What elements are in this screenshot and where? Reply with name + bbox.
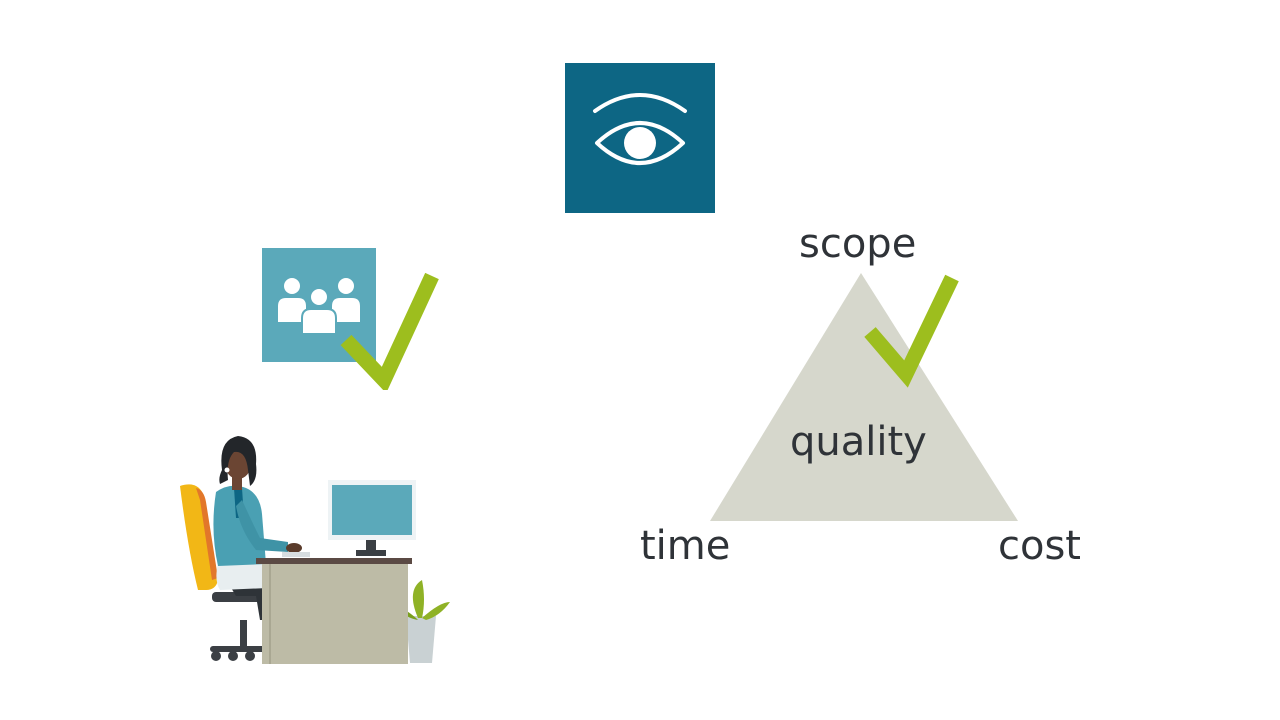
eye-icon <box>565 63 715 213</box>
checkmark-icon <box>864 274 959 388</box>
quality-label: quality <box>790 419 927 465</box>
quality-triangle <box>710 273 1018 521</box>
scope-label: scope <box>799 221 917 267</box>
person-at-desk-illustration <box>180 436 450 664</box>
people-group-icon <box>262 248 376 362</box>
checkmark-icon <box>340 272 439 390</box>
cost-label: cost <box>998 523 1081 569</box>
time-label: time <box>640 523 731 569</box>
